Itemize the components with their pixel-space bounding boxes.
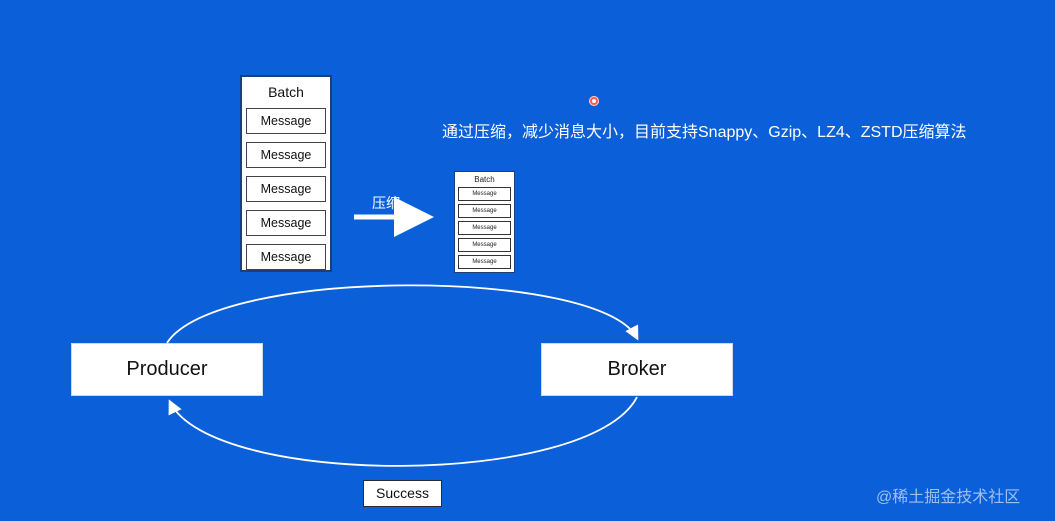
watermark: @稀土掘金技术社区 — [876, 489, 1021, 506]
top-cropped-text: ............ — [130, 0, 290, 3]
flow-arc-bottom — [168, 396, 638, 467]
batch-small: Batch Message Message Message Message Me… — [454, 171, 515, 273]
flow-arc-top — [166, 284, 639, 344]
batch-small-title: Batch — [474, 175, 495, 184]
broker-box: Broker — [541, 343, 733, 396]
compress-label: 压缩 — [372, 195, 400, 211]
batch-large-message: Message — [246, 142, 326, 168]
batch-small-message: Message — [458, 187, 511, 201]
batch-small-message: Message — [458, 238, 511, 252]
headline: 通过压缩，减少消息大小，目前支持Snappy、Gzip、LZ4、ZSTD压缩算法 — [442, 124, 967, 141]
batch-large-message: Message — [246, 210, 326, 236]
batch-large-title: Batch — [268, 84, 304, 100]
batch-small-message: Message — [458, 221, 511, 235]
producer-box: Producer — [71, 343, 263, 396]
batch-large-message: Message — [246, 108, 326, 134]
batch-large-message: Message — [246, 176, 326, 202]
batch-small-message: Message — [458, 204, 511, 218]
batch-small-message: Message — [458, 255, 511, 269]
batch-large: Batch Message Message Message Message Me… — [240, 75, 332, 272]
success-box: Success — [363, 480, 442, 507]
record-dot-icon — [589, 96, 599, 106]
batch-large-message: Message — [246, 244, 326, 270]
